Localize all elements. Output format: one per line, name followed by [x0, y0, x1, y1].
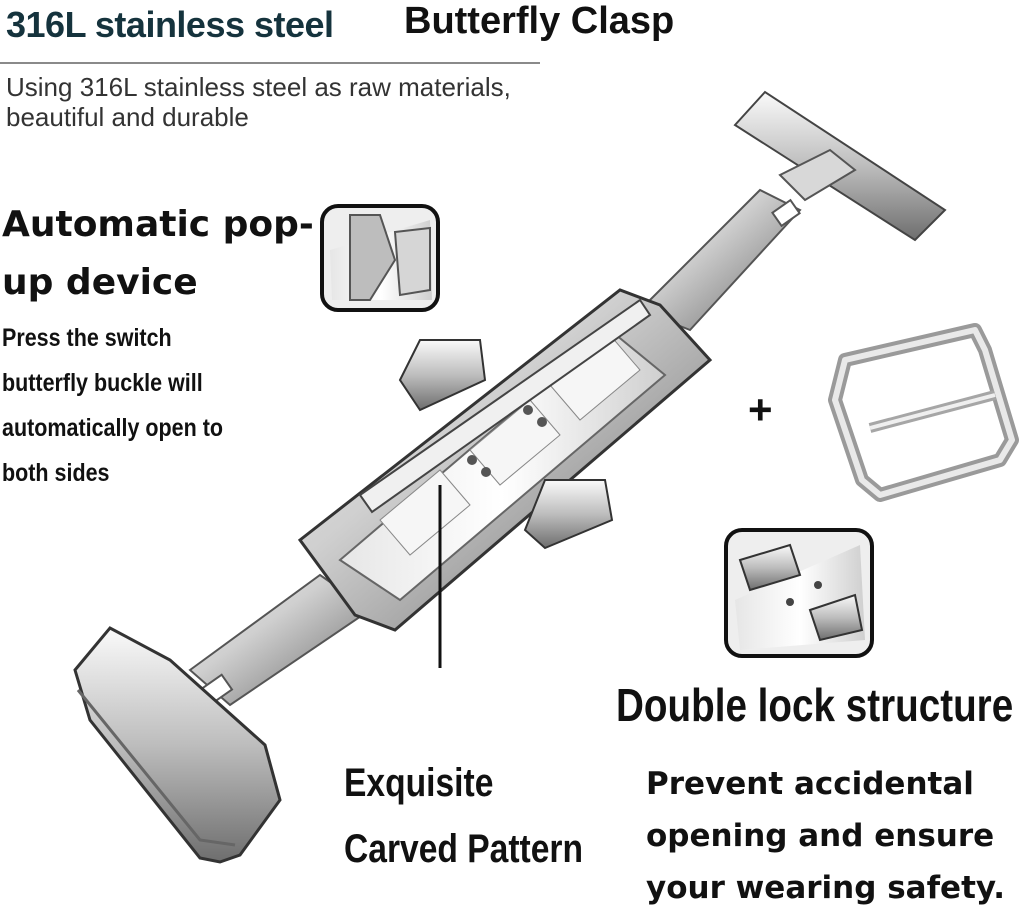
title-product: Butterfly Clasp — [404, 0, 675, 42]
header-divider — [0, 62, 540, 64]
title-material: 316L stainless steel — [6, 4, 334, 45]
carved-pattern-title: Exquisite Carved Pattern — [344, 761, 584, 871]
zoom-inset-popup — [320, 204, 440, 312]
plus-sign: + — [748, 386, 773, 433]
tang-buckle — [828, 323, 1019, 502]
material-description: Using 316L stainless steel as raw materi… — [6, 72, 511, 132]
auto-popup-title: Automatic pop-up device — [2, 204, 314, 303]
double-lock-description: Prevent accidental opening and ensure yo… — [646, 766, 1006, 906]
lower-arm — [73, 573, 372, 864]
auto-popup-description: Press the switch butterfly buckle will a… — [2, 324, 224, 487]
double-lock-title: Double lock structure — [616, 679, 1014, 731]
butterfly-body — [297, 288, 713, 632]
zoom-inset-lock — [724, 528, 874, 658]
upper-arm — [638, 90, 947, 332]
